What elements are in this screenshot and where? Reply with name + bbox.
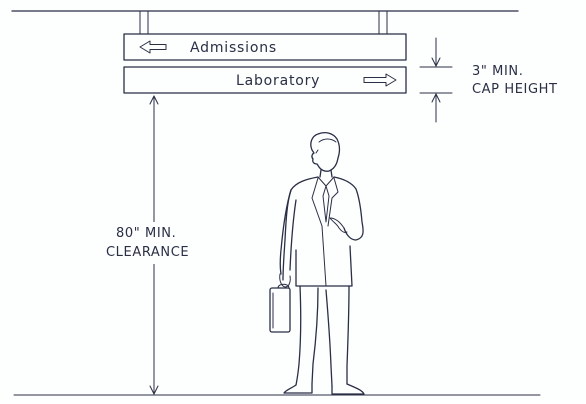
tie — [322, 185, 330, 223]
cap-height-dimension — [419, 37, 453, 123]
lapel-left — [311, 177, 327, 287]
lapel-right — [327, 177, 339, 227]
head — [310, 132, 341, 172]
jacket-right-arm — [333, 176, 364, 241]
arrow-down-icon — [431, 57, 441, 67]
clearance-label-line2: CLEARANCE — [106, 245, 189, 260]
hand-on-chest — [329, 217, 348, 233]
arrow-down-icon — [149, 385, 159, 395]
right-leg-outer — [346, 285, 350, 385]
left-leg-inner — [311, 287, 319, 385]
sign-admissions: Admissions — [123, 33, 407, 61]
clearance-label-line1: 80" MIN. — [116, 226, 176, 241]
arrow-right-icon — [363, 73, 397, 87]
collar — [317, 176, 335, 187]
left-hand — [279, 273, 291, 288]
cap-height-label-line1: 3" MIN. — [472, 64, 524, 79]
briefcase-icon — [269, 287, 291, 333]
right-shoe — [331, 383, 365, 395]
face-detail — [315, 149, 319, 154]
arrow-up-icon — [431, 93, 441, 103]
sign-admissions-panel — [123, 33, 407, 61]
hair-line — [318, 138, 337, 143]
jacket-hem — [295, 245, 353, 287]
left-leg-outer — [295, 285, 302, 386]
left-sleeve-inner — [289, 199, 297, 271]
briefcase-handle — [277, 283, 290, 289]
sign-laboratory-label: Laboratory — [236, 73, 320, 89]
clearance-label-mask — [100, 222, 210, 264]
neck — [319, 169, 333, 178]
right-leg-inner — [325, 289, 333, 387]
left-arm — [279, 189, 292, 275]
cap-height-label-line2: CAP HEIGHT — [472, 82, 558, 97]
businessman-figure — [269, 132, 365, 395]
sign-laboratory-panel — [123, 66, 407, 94]
left-shoe — [283, 383, 313, 394]
arrow-up-icon — [149, 95, 159, 105]
sign-hangers — [139, 10, 388, 35]
jacket-left — [282, 176, 319, 281]
sign-admissions-label: Admissions — [190, 40, 277, 56]
arrow-left-icon — [139, 40, 167, 54]
sign-laboratory: Laboratory — [123, 66, 407, 94]
